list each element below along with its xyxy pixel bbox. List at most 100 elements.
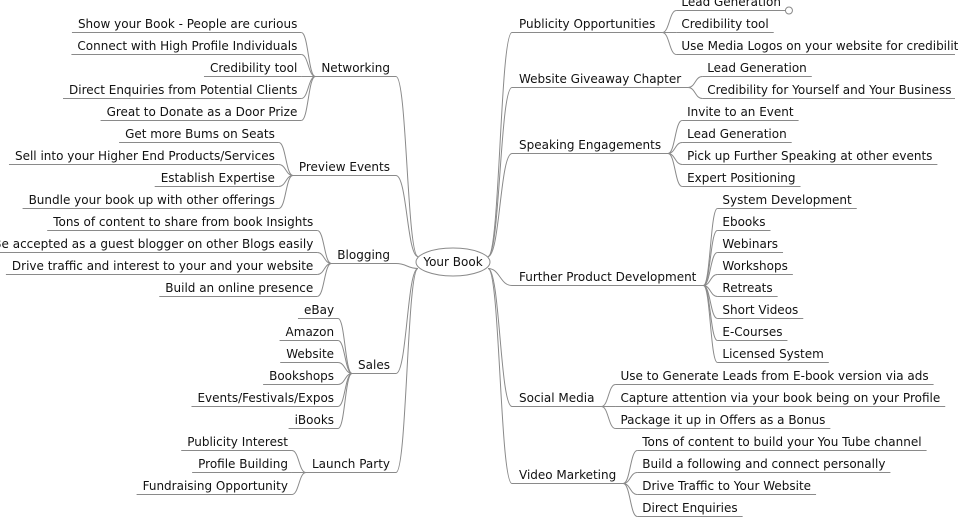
branch-speaking-engagements-connector bbox=[487, 153, 513, 257]
branch-publicity-opportunities[interactable]: Publicity Opportunities bbox=[519, 17, 655, 31]
collapse-handle-icon[interactable] bbox=[784, 6, 793, 15]
leaf-lead-generation[interactable]: Lead Generation bbox=[687, 127, 787, 141]
leaf-credibility-for-yourself-and-your-business[interactable]: Credibility for Yourself and Your Busine… bbox=[707, 83, 951, 97]
leaf-great-to-donate-as-a-door-prize-connector bbox=[300, 76, 316, 121]
leaf-invite-to-an-event-connector bbox=[667, 120, 683, 154]
branch-blogging[interactable]: Blogging bbox=[337, 248, 390, 262]
leaf-ebooks[interactable]: Ebooks bbox=[722, 215, 765, 229]
leaf-ibooks[interactable]: iBooks bbox=[295, 413, 334, 427]
branch-video-marketing[interactable]: Video Marketing bbox=[519, 468, 616, 482]
branch-sales[interactable]: Sales bbox=[358, 358, 390, 372]
leaf-amazon[interactable]: Amazon bbox=[286, 325, 335, 339]
leaf-profile-building[interactable]: Profile Building bbox=[198, 457, 288, 471]
leaf-be-accepted-as-a-guest-blogger-on-other-blogs-easily[interactable]: Be accepted as a guest blogger on other … bbox=[0, 237, 313, 251]
leaf-credibility-tool[interactable]: Credibility tool bbox=[210, 61, 297, 75]
leaf-package-it-up-in-offers-as-a-bonus-connector bbox=[601, 406, 616, 429]
branch-further-product-development-connector bbox=[487, 268, 513, 286]
leaf-tons-of-content-to-share-from-book-insights-connector bbox=[317, 230, 332, 264]
leaf-system-development-connector bbox=[702, 208, 718, 286]
leaf-package-it-up-in-offers-as-a-bonus[interactable]: Package it up in Offers as a Bonus bbox=[620, 413, 825, 427]
leaf-sell-into-your-higher-end-products-services[interactable]: Sell into your Higher End Products/Servi… bbox=[15, 149, 275, 163]
leaf-ebay-connector bbox=[337, 318, 353, 374]
center-node-label: Your Book bbox=[422, 255, 482, 269]
leaf-show-your-book-people-are-curious-connector bbox=[300, 32, 316, 77]
branch-blogging-connector bbox=[395, 263, 419, 269]
leaf-drive-traffic-to-your-website[interactable]: Drive Traffic to Your Website bbox=[642, 479, 811, 493]
leaf-sell-into-your-higher-end-products-services-connector bbox=[278, 164, 293, 176]
connector-lines bbox=[0, 10, 955, 517]
branch-publicity-opportunities-connector bbox=[487, 32, 513, 257]
leaf-credibility-tool[interactable]: Credibility tool bbox=[681, 17, 768, 31]
branch-social-media[interactable]: Social Media bbox=[519, 391, 594, 405]
leaf-expert-positioning-connector bbox=[667, 153, 683, 187]
leaf-drive-traffic-and-interest-to-your-and-your-website[interactable]: Drive traffic and interest to your and y… bbox=[12, 259, 313, 273]
leaf-publicity-interest[interactable]: Publicity Interest bbox=[187, 435, 288, 449]
leaf-ebooks-connector bbox=[702, 230, 718, 286]
branch-launch-party-connector bbox=[395, 268, 419, 473]
leaf-tons-of-content-to-share-from-book-insights[interactable]: Tons of content to share from book Insig… bbox=[52, 215, 313, 229]
leaf-webinars-connector bbox=[703, 252, 718, 286]
leaf-capture-attention-via-your-book-being-on-your-profile[interactable]: Capture attention via your book being on… bbox=[620, 391, 940, 405]
leaf-e-courses[interactable]: E-Courses bbox=[722, 325, 782, 339]
leaf-build-an-online-presence[interactable]: Build an online presence bbox=[165, 281, 313, 295]
leaf-establish-expertise[interactable]: Establish Expertise bbox=[161, 171, 275, 185]
leaf-build-a-following-and-connect-personally-connector bbox=[623, 472, 638, 484]
leaf-bookshops[interactable]: Bookshops bbox=[269, 369, 334, 383]
leaf-webinars[interactable]: Webinars bbox=[722, 237, 778, 251]
leaf-retreats[interactable]: Retreats bbox=[722, 281, 772, 295]
leaf-events-festivals-expos[interactable]: Events/Festivals/Expos bbox=[197, 391, 334, 405]
leaf-lead-generation[interactable]: Lead Generation bbox=[681, 0, 781, 9]
leaf-short-videos[interactable]: Short Videos bbox=[722, 303, 798, 317]
leaf-show-your-book-people-are-curious[interactable]: Show your Book - People are curious bbox=[78, 17, 297, 31]
leaf-direct-enquiries-from-potential-clients-connector bbox=[301, 76, 316, 99]
leaf-build-a-following-and-connect-personally[interactable]: Build a following and connect personally bbox=[642, 457, 885, 471]
leaf-build-an-online-presence-connector bbox=[317, 263, 332, 297]
leaf-bundle-your-book-up-with-other-offerings-connector bbox=[278, 175, 294, 209]
branch-networking-connector bbox=[395, 76, 419, 257]
leaf-fundraising-opportunity[interactable]: Fundraising Opportunity bbox=[143, 479, 288, 493]
leaf-credibility-for-yourself-and-your-business-connector bbox=[688, 87, 703, 99]
leaf-tons-of-content-to-build-your-you-tube-channel[interactable]: Tons of content to build your You Tube c… bbox=[641, 435, 921, 449]
leaf-workshops[interactable]: Workshops bbox=[722, 259, 787, 273]
leaf-lead-generation-connector bbox=[662, 10, 677, 33]
leaf-system-development[interactable]: System Development bbox=[722, 193, 852, 207]
leaf-get-more-bums-on-seats[interactable]: Get more Bums on Seats bbox=[125, 127, 275, 141]
leaf-be-accepted-as-a-guest-blogger-on-other-blogs-easily-connector bbox=[317, 252, 332, 264]
leaf-get-more-bums-on-seats-connector bbox=[278, 142, 294, 176]
leaf-website-connector bbox=[337, 362, 353, 374]
leaf-direct-enquiries[interactable]: Direct Enquiries bbox=[642, 501, 737, 515]
leaf-lead-generation[interactable]: Lead Generation bbox=[707, 61, 807, 75]
leaf-publicity-interest-connector bbox=[291, 450, 307, 473]
leaf-expert-positioning[interactable]: Expert Positioning bbox=[687, 171, 795, 185]
branch-website-giveaway-chapter-connector bbox=[487, 87, 513, 257]
branch-launch-party[interactable]: Launch Party bbox=[312, 457, 390, 471]
leaf-use-to-generate-leads-from-e-book-version-via-ads[interactable]: Use to Generate Leads from E-book versio… bbox=[620, 369, 928, 383]
leaf-pick-up-further-speaking-at-other-events[interactable]: Pick up Further Speaking at other events bbox=[687, 149, 932, 163]
branch-video-marketing-connector bbox=[487, 268, 513, 484]
leaf-use-to-generate-leads-from-e-book-version-via-ads-connector bbox=[601, 384, 616, 407]
branch-preview-events[interactable]: Preview Events bbox=[299, 160, 390, 174]
branch-speaking-engagements[interactable]: Speaking Engagements bbox=[519, 138, 661, 152]
leaf-lead-generation-connector bbox=[668, 142, 683, 154]
leaf-lead-generation-connector bbox=[688, 76, 703, 88]
branch-networking[interactable]: Networking bbox=[321, 61, 390, 75]
leaf-connect-with-high-profile-individuals-connector bbox=[301, 54, 316, 77]
branch-sales-connector bbox=[395, 268, 419, 374]
leaf-licensed-system[interactable]: Licensed System bbox=[722, 347, 823, 361]
branch-website-giveaway-chapter[interactable]: Website Giveaway Chapter bbox=[519, 72, 681, 86]
leaf-great-to-donate-as-a-door-prize[interactable]: Great to Donate as a Door Prize bbox=[107, 105, 298, 119]
leaf-invite-to-an-event[interactable]: Invite to an Event bbox=[687, 105, 794, 119]
branch-further-product-development[interactable]: Further Product Development bbox=[519, 270, 697, 284]
leaf-bundle-your-book-up-with-other-offerings[interactable]: Bundle your book up with other offerings bbox=[29, 193, 275, 207]
leaf-amazon-connector bbox=[337, 340, 353, 374]
leaf-use-media-logos-on-your-website-for-credibility[interactable]: Use Media Logos on your website for cred… bbox=[681, 39, 958, 53]
leaf-direct-enquiries-from-potential-clients[interactable]: Direct Enquiries from Potential Clients bbox=[69, 83, 297, 97]
leaf-ebay[interactable]: eBay bbox=[304, 303, 334, 317]
center-node[interactable] bbox=[415, 247, 491, 277]
leaf-connect-with-high-profile-individuals[interactable]: Connect with High Profile Individuals bbox=[77, 39, 297, 53]
leaf-direct-enquiries-connector bbox=[623, 483, 638, 517]
leaf-website[interactable]: Website bbox=[286, 347, 334, 361]
